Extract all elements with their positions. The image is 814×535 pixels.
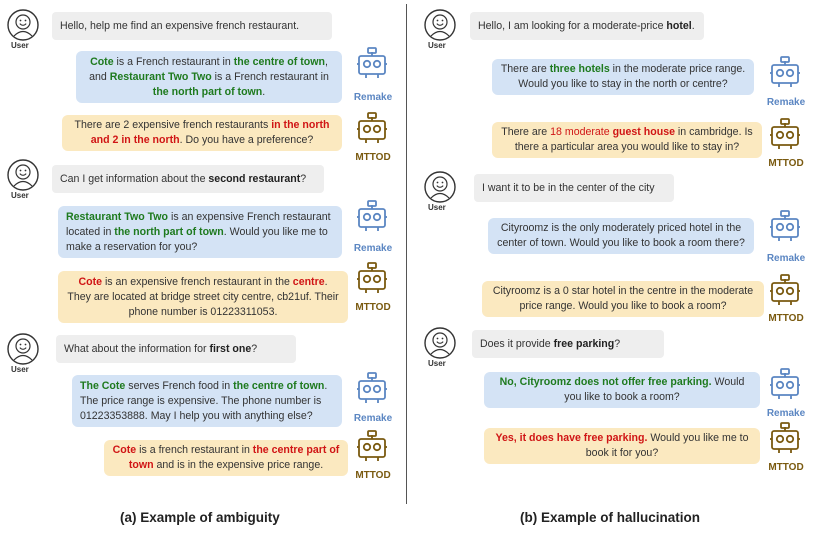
remake-response: Restaurant Two Two is an expensive Frenc… (58, 206, 342, 258)
mttod-robot-icon (357, 112, 388, 144)
remake-response: Cityroomz is the only moderately priced … (488, 218, 754, 254)
remake-robot-icon (357, 200, 388, 232)
user-message: What about the information for first one… (56, 335, 296, 363)
remake-robot-icon (770, 210, 801, 242)
remake-robot-icon (357, 372, 388, 404)
user-icon (7, 333, 39, 365)
mttod-response: Cityroomz is a 0 star hotel in the centr… (482, 281, 764, 317)
user-label: User (428, 41, 446, 50)
mttod-label: MTTOD (355, 470, 391, 481)
user-message: Does it provide free parking? (472, 330, 664, 358)
mttod-label: MTTOD (768, 158, 804, 169)
user-message: Hello, I am looking for a moderate-price… (470, 12, 704, 40)
remake-label: Remake (353, 92, 393, 103)
caption-left: (a) Example of ambiguity (120, 510, 280, 525)
mttod-response: Cote is a french restaurant in the centr… (104, 440, 348, 476)
remake-label: Remake (766, 97, 806, 108)
remake-label: Remake (766, 408, 806, 419)
mttod-label: MTTOD (768, 462, 804, 473)
user-icon (424, 327, 456, 359)
remake-robot-icon (357, 47, 388, 79)
mttod-label: MTTOD (355, 152, 391, 163)
user-label: User (11, 41, 29, 50)
user-label: User (11, 365, 29, 374)
remake-robot-icon (770, 56, 801, 88)
mttod-robot-icon (770, 274, 801, 306)
user-message: I want it to be in the center of the cit… (474, 174, 674, 202)
user-icon (7, 9, 39, 41)
remake-label: Remake (353, 413, 393, 424)
user-label: User (428, 359, 446, 368)
user-message: Hello, help me find an expensive french … (52, 12, 332, 40)
remake-label: Remake (766, 253, 806, 264)
remake-response: There are three hotels in the moderate p… (492, 59, 754, 95)
user-label: User (428, 203, 446, 212)
caption-right: (b) Example of hallucination (520, 510, 701, 525)
remake-response: Cote is a French restaurant in the centr… (76, 51, 342, 103)
mttod-robot-icon (357, 430, 388, 462)
mttod-response: Yes, it does have free parking. Would yo… (484, 428, 760, 464)
user-icon (424, 9, 456, 41)
mttod-robot-icon (770, 422, 801, 454)
remake-label: Remake (353, 243, 393, 254)
panel-divider (406, 4, 407, 504)
user-label: User (11, 191, 29, 200)
remake-response: The Cote serves French food in the centr… (72, 375, 342, 427)
mttod-label: MTTOD (355, 302, 391, 313)
mttod-response: Cote is an expensive french restaurant i… (58, 271, 348, 323)
mttod-label: MTTOD (768, 313, 804, 324)
user-message: Can I get information about the second r… (52, 165, 324, 193)
remake-response: No, Cityroomz does not offer free parkin… (484, 372, 760, 408)
mttod-response: There are 18 moderate guest house in cam… (492, 122, 762, 158)
mttod-robot-icon (357, 262, 388, 294)
user-icon (424, 171, 456, 203)
remake-robot-icon (770, 368, 801, 400)
mttod-response: There are 2 expensive french restaurants… (62, 115, 342, 151)
user-icon (7, 159, 39, 191)
mttod-robot-icon (770, 118, 801, 150)
